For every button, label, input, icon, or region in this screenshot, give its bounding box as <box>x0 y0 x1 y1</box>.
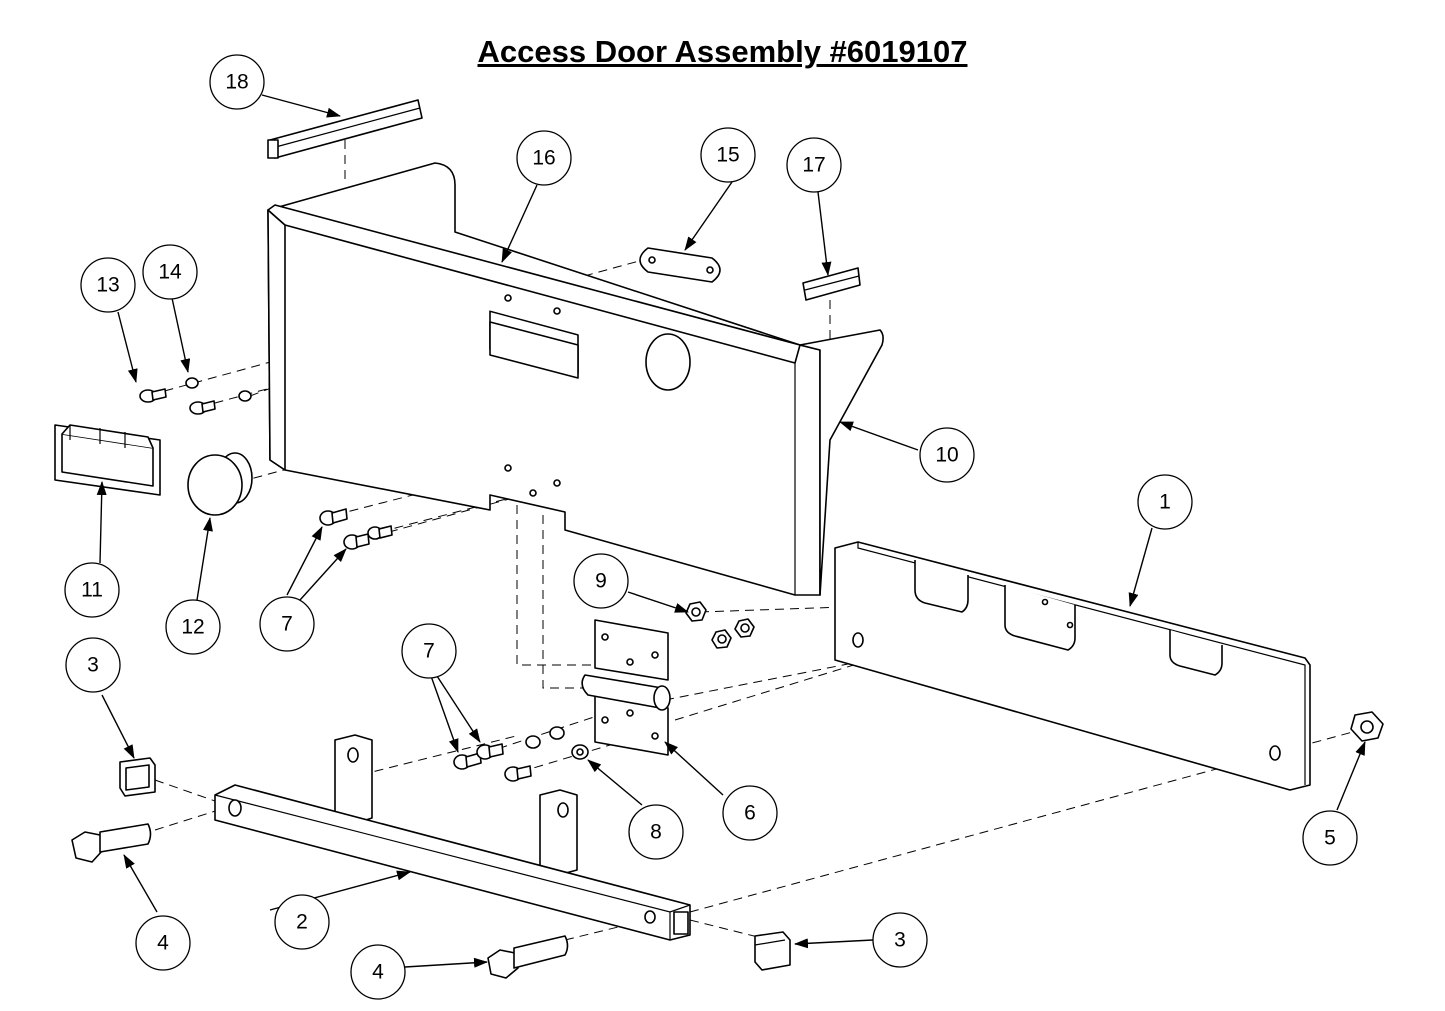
callout-3-left-label: 3 <box>87 654 99 677</box>
callout-12-label: 12 <box>181 616 204 639</box>
plug-3-left <box>119 757 156 797</box>
callout-15-label: 15 <box>716 144 739 167</box>
callout-18-label: 18 <box>225 71 248 94</box>
callout-1-label: 1 <box>1159 491 1171 514</box>
tube-frame-2 <box>214 734 691 941</box>
callout-4-right-label: 4 <box>372 961 384 984</box>
pad-15 <box>639 247 721 283</box>
callout-8-label: 8 <box>650 821 662 844</box>
callout-3-left: 3 <box>65 637 121 693</box>
door-panel <box>267 162 821 596</box>
latch-handle-11 <box>54 424 161 496</box>
callout-7-lower: 7 <box>401 623 457 679</box>
callout-5-label: 5 <box>1324 827 1336 850</box>
callout-2: 2 <box>274 894 330 950</box>
diagram-title: Access Door Assembly #6019107 <box>477 34 968 69</box>
mounting-plate-1 <box>834 541 1311 791</box>
callout-11: 11 <box>64 562 120 618</box>
callout-13: 13 <box>80 257 136 313</box>
callout-7-upper-label: 7 <box>281 613 293 636</box>
callout-7-lower-label: 7 <box>423 640 435 663</box>
callout-6: 6 <box>722 785 778 841</box>
screws-7-upper <box>319 508 393 550</box>
callout-9-label: 9 <box>595 570 607 593</box>
callout-10-label: 10 <box>935 444 958 467</box>
callout-3-right: 3 <box>872 912 928 968</box>
callout-7-upper: 7 <box>259 596 315 652</box>
nut-5 <box>1350 711 1384 742</box>
washers-14 <box>185 377 252 402</box>
callout-14: 14 <box>142 244 198 300</box>
callout-8: 8 <box>628 804 684 860</box>
callout-17: 17 <box>786 137 842 193</box>
top-trim-18 <box>267 99 423 159</box>
side-gusset <box>799 329 884 596</box>
callout-9: 9 <box>573 553 629 609</box>
callout-10: 10 <box>919 427 975 483</box>
callout-16-label: 16 <box>532 147 555 170</box>
nuts-9 <box>685 601 755 649</box>
callout-18: 18 <box>209 54 265 110</box>
hinge-6 <box>581 619 671 756</box>
callout-1: 1 <box>1137 474 1193 530</box>
callout-4-left-label: 4 <box>157 932 169 955</box>
bolt-4-left <box>71 823 152 863</box>
callout-16: 16 <box>516 130 572 186</box>
callout-4-right: 4 <box>350 944 406 1000</box>
callout-3-right-label: 3 <box>894 929 906 952</box>
callout-6-label: 6 <box>744 802 756 825</box>
callout-15: 15 <box>700 127 756 183</box>
callout-12: 12 <box>165 599 221 655</box>
callout-11-label: 11 <box>81 579 103 602</box>
trim-17 <box>802 267 861 301</box>
callout-5: 5 <box>1302 810 1358 866</box>
screws-7-lower <box>453 743 532 782</box>
callout-14-label: 14 <box>158 261 182 284</box>
screws-13 <box>139 388 216 415</box>
plug-3-right <box>754 931 791 971</box>
round-cap-12 <box>187 452 253 516</box>
washers-8 <box>525 726 589 760</box>
callout-17-label: 17 <box>802 154 825 177</box>
callout-2-label: 2 <box>296 911 308 934</box>
callout-4-left: 4 <box>135 915 191 971</box>
bolt-4-right <box>487 935 569 979</box>
callout-13-label: 13 <box>96 274 119 297</box>
